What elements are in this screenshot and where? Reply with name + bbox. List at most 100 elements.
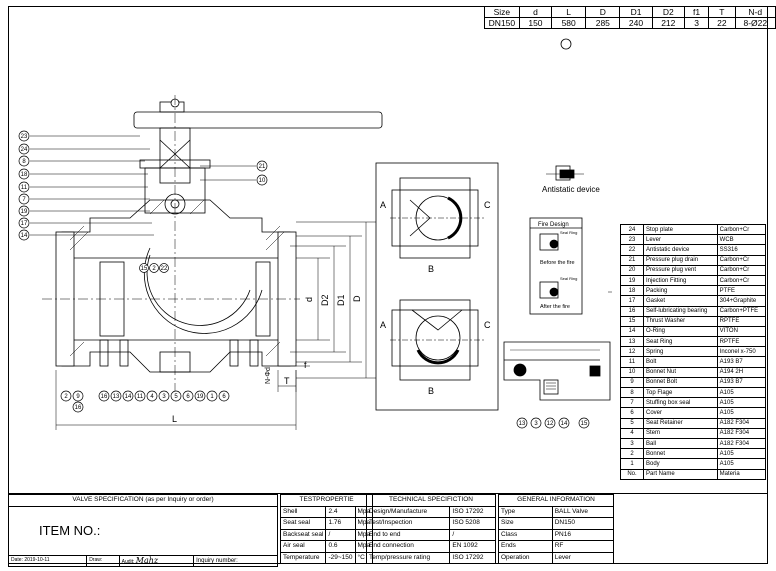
svg-text:24: 24 bbox=[21, 147, 28, 153]
audit-field: Audit: Mahz bbox=[118, 554, 195, 567]
test-cell: 0.6 bbox=[325, 540, 356, 553]
svg-text:14: 14 bbox=[561, 421, 568, 427]
svg-text:15: 15 bbox=[141, 266, 148, 272]
test-cell: Shell bbox=[279, 505, 327, 518]
part-no: 23 bbox=[620, 234, 644, 246]
size-table: Size d L D D1 D2 f1 T N-d DN150 150 580 … bbox=[484, 6, 776, 29]
gen-cell: Lever bbox=[551, 551, 615, 564]
gen-cell: Ends bbox=[498, 540, 553, 553]
part-no: 12 bbox=[620, 346, 644, 358]
part-material: WCB bbox=[716, 234, 767, 246]
part-no: 15 bbox=[620, 315, 644, 327]
tech-cell: ISO 17292 bbox=[449, 505, 496, 518]
part-material: A105 bbox=[716, 397, 767, 409]
test-cell: Temperature bbox=[279, 551, 327, 564]
part-no: 7 bbox=[620, 397, 644, 409]
part-no: 3 bbox=[620, 437, 644, 450]
test-cell: 1.76 bbox=[325, 517, 356, 530]
part-name: Seat Retainer bbox=[643, 417, 718, 429]
cell-f1: 3 bbox=[683, 17, 710, 29]
size-table-header: Size d L D D1 D2 f1 T N-d bbox=[484, 6, 776, 18]
section-view-bottom bbox=[390, 299, 484, 381]
cell-size: DN150 bbox=[484, 17, 520, 29]
tech-cell: Temp/pressure rating bbox=[365, 551, 451, 564]
dim-f: f bbox=[304, 360, 307, 370]
part-material: A105 bbox=[716, 407, 767, 419]
test-cell: / bbox=[325, 528, 356, 541]
part-material: RPTFE bbox=[716, 315, 767, 327]
part-no: 18 bbox=[620, 285, 644, 297]
part-name: Bonnet Bolt bbox=[643, 376, 718, 389]
part-name: Top Flage bbox=[643, 386, 718, 399]
gen-cell: Size bbox=[498, 517, 553, 530]
cell-l: 580 bbox=[551, 17, 587, 29]
valve-spec-block: VALVE SPECIFICATION (as per Inquiry or o… bbox=[7, 494, 278, 567]
spec-area: VALVE SPECIFICATION (as per Inquiry or o… bbox=[7, 493, 768, 567]
part-no: 8 bbox=[620, 386, 644, 399]
antistatic-label: Antistatic device bbox=[542, 185, 600, 194]
part-no: 21 bbox=[620, 254, 644, 266]
fire-design-title: Fire Design bbox=[538, 222, 569, 228]
date-field: Date: 2019-10-11 bbox=[7, 554, 88, 567]
fire-before-label: Before the fire bbox=[540, 260, 575, 266]
part-material: A193 B7 bbox=[716, 376, 767, 389]
part-name: Cover bbox=[643, 407, 718, 419]
part-no: 2 bbox=[620, 448, 644, 460]
part-name: Bonnet bbox=[643, 448, 718, 460]
part-name: O-Ring bbox=[643, 325, 718, 338]
section-view-top bbox=[390, 177, 484, 259]
part-name: Seat Ring bbox=[643, 336, 718, 348]
fire-design-before bbox=[539, 233, 559, 251]
part-name: Part Name bbox=[643, 468, 718, 480]
svg-text:19: 19 bbox=[21, 209, 28, 215]
part-no: 1 bbox=[620, 458, 644, 470]
inquiry-field: Inquiry number: bbox=[193, 554, 278, 567]
svg-text:13: 13 bbox=[519, 421, 526, 427]
tech-cell: ISO 5208 bbox=[449, 517, 496, 530]
audit-label: Audit: bbox=[121, 558, 135, 565]
part-name: Packing bbox=[643, 285, 718, 297]
svg-text:11: 11 bbox=[137, 394, 144, 400]
fire-after-label: After the fire bbox=[540, 304, 570, 310]
callouts-right: 21 10 bbox=[256, 160, 268, 186]
fire-design-box bbox=[529, 217, 583, 315]
test-cell: 2.4 bbox=[325, 505, 356, 518]
callouts-left: 23 24 8 18 11 7 19 17 14 bbox=[18, 130, 30, 241]
part-material: A194 2H bbox=[716, 366, 767, 378]
svg-text:6: 6 bbox=[222, 394, 226, 400]
part-name: Antistatic device bbox=[643, 244, 718, 256]
svg-text:8: 8 bbox=[22, 159, 26, 165]
part-material: A182 F304 bbox=[716, 437, 767, 450]
svg-text:2: 2 bbox=[64, 394, 68, 400]
tech-cell: End to end bbox=[365, 528, 451, 541]
part-name: Ball bbox=[643, 437, 718, 450]
dim-t: T bbox=[284, 376, 290, 386]
test-cell: Seat seal bbox=[279, 517, 327, 530]
callouts-bottom: 2 9 16 13 14 11 4 3 5 6 19 1 6 16 bbox=[60, 390, 230, 413]
part-material: SS316 bbox=[716, 244, 767, 256]
fire-seal-ring-2: Seal Ring bbox=[560, 276, 577, 281]
marker-circle bbox=[560, 38, 572, 50]
main-section-view bbox=[42, 95, 383, 430]
cell-d1: 240 bbox=[619, 17, 653, 29]
svg-text:18: 18 bbox=[21, 172, 28, 178]
part-no: 6 bbox=[620, 407, 644, 419]
